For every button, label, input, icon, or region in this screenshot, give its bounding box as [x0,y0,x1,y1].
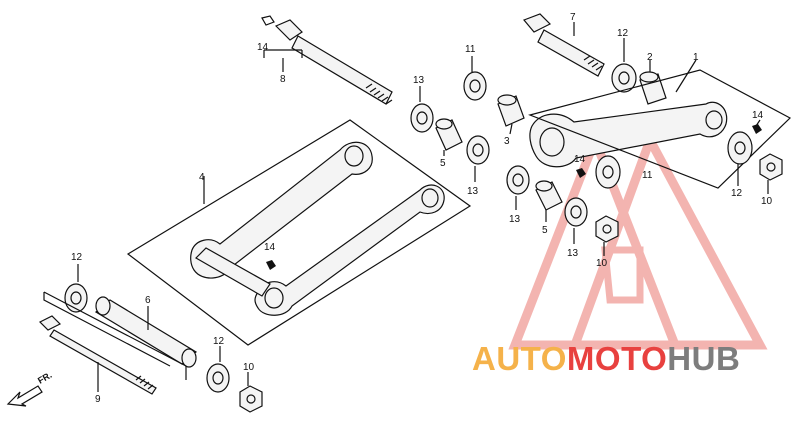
part-label: 14 [257,42,269,53]
washer-13-mid [466,135,490,182]
sleeve-3 [497,94,525,135]
collar-5-lower [535,180,563,222]
watermark-word-hub: HUB [667,340,740,377]
nut-10-lower [239,372,263,413]
bearing-11-lower [595,155,621,189]
spacer-6 [94,296,198,368]
part-label: 11 [465,44,476,55]
part-label: 11 [642,170,653,181]
bolt-8 [261,15,393,105]
part-label: 8 [280,74,286,85]
washer-12-left [64,264,88,313]
link-1 [528,59,792,189]
part-label: 7 [570,12,576,23]
watermark-word-moto: MOTO [567,340,667,377]
part-label: 5 [440,158,446,169]
collar-5-upper [435,118,463,156]
washer-12-upper [611,38,637,93]
bushing-2 [639,60,667,105]
part-label: 12 [617,28,629,39]
part-label: 13 [467,186,479,197]
part-label: 10 [761,196,773,207]
watermark-logo [508,127,768,350]
nut-10-center [595,215,619,256]
washer-13-left [506,165,530,210]
bolt-9 [38,291,187,395]
part-label: 13 [413,75,425,86]
watermark-text: AUTOMOTOHUB [472,340,740,377]
washer-12-lower [206,346,230,393]
part-label: 10 [243,362,255,373]
front-direction-arrow-icon [6,385,43,407]
part-label: 10 [596,258,608,269]
part-label: 13 [567,248,579,259]
part-label: 4 [199,172,205,183]
part-label: 14 [574,154,586,165]
part-label: 6 [145,295,151,306]
part-label: 13 [509,214,521,225]
bolt-7 [522,13,605,77]
washer-13-lower [564,197,588,244]
part-label: 3 [504,136,510,147]
front-marker: FR. [36,370,54,386]
watermark-word-auto: AUTO [472,340,567,377]
part-label: 14 [752,110,764,121]
bearing-11-upper [463,56,487,101]
fitting-14-right [752,119,762,134]
link-4 [126,119,472,346]
part-label: 5 [542,225,548,236]
part-label: 12 [731,188,743,199]
fitting-14-center [576,168,586,178]
part-label: 1 [693,52,699,63]
part-label: 12 [71,252,83,263]
nut-10-right [759,153,783,194]
part-label: 9 [95,394,101,405]
part-label: 12 [213,336,225,347]
washer-12-right [727,131,753,186]
part-label: 14 [264,242,276,253]
washer-13-upper [410,86,434,133]
part-label: 2 [647,52,653,63]
